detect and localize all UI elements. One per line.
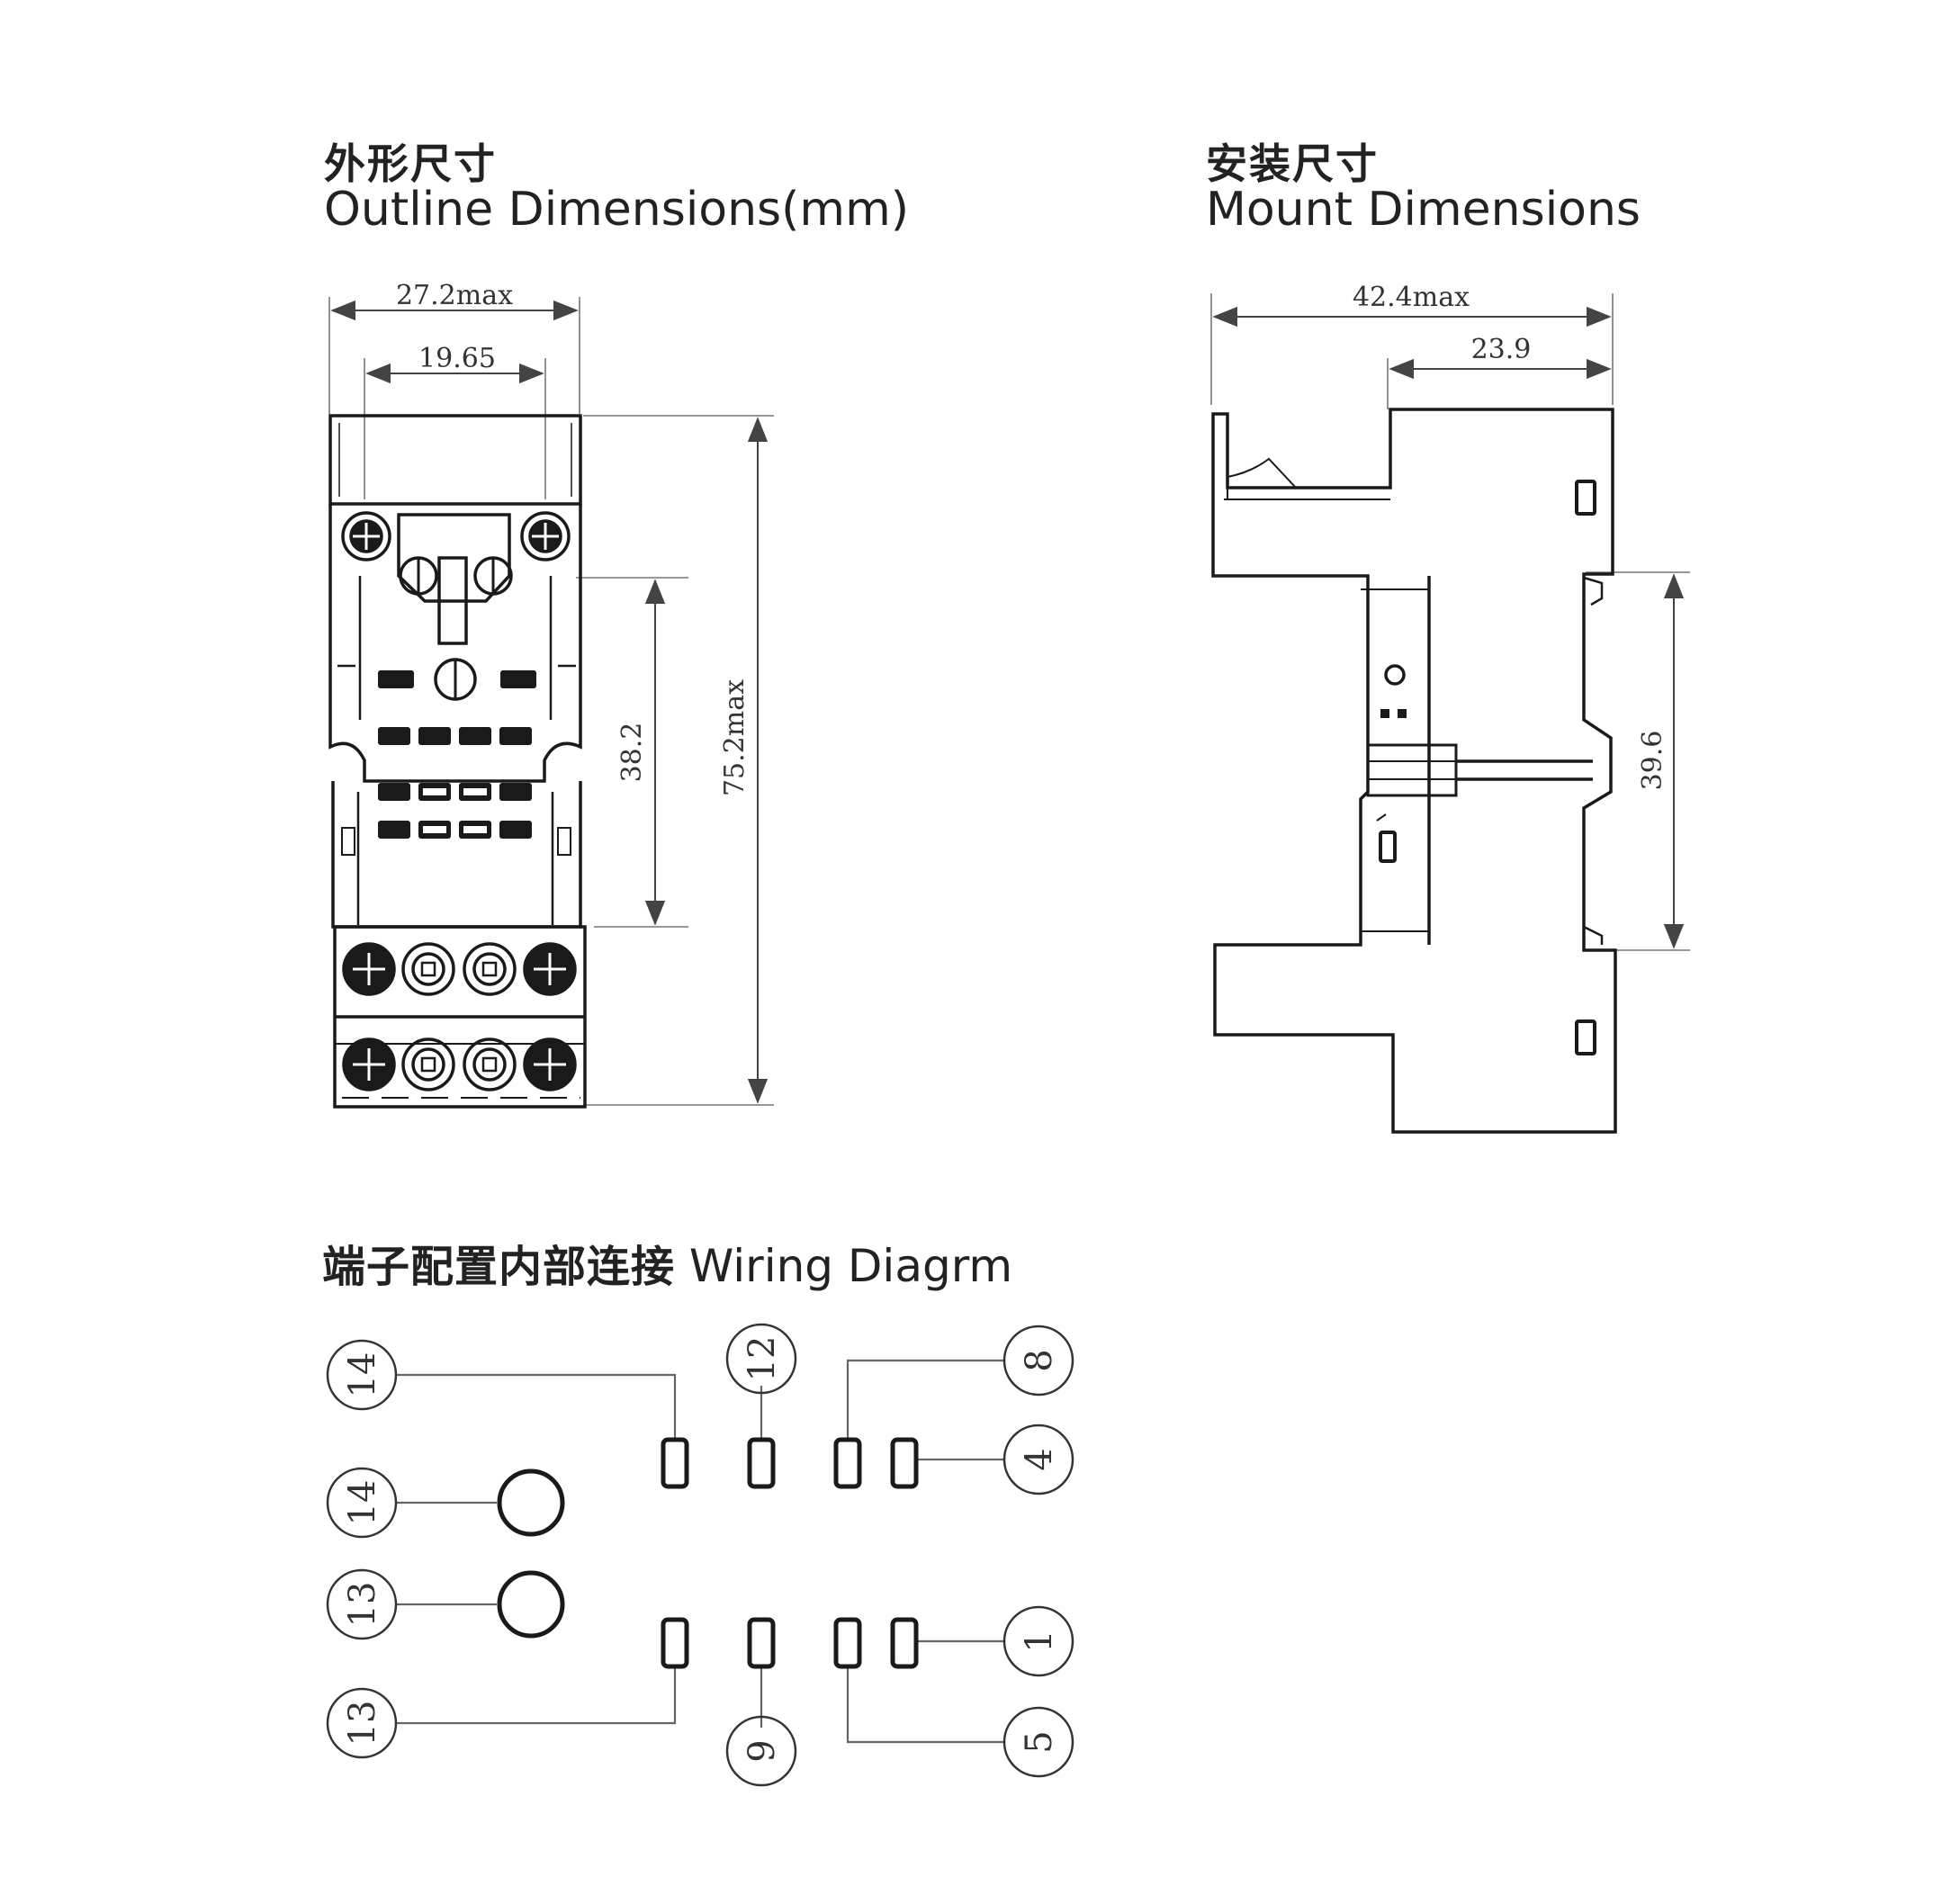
coil-terminal-13	[497, 1570, 565, 1639]
terminal-label-13-coil: 13	[342, 1582, 383, 1628]
pin-9	[747, 1617, 776, 1669]
dim-rail-offset: 23.9	[1471, 334, 1532, 365]
pin-12	[747, 1437, 776, 1489]
terminal-label-1: 1	[1019, 1630, 1060, 1652]
terminal-label-12: 12	[742, 1336, 783, 1382]
pin-14-top	[661, 1437, 689, 1489]
coil-terminal-14	[497, 1468, 565, 1537]
outline-title-en: Outline Dimensions(mm)	[324, 183, 910, 238]
dim-width-max: 27.2max	[396, 280, 513, 311]
mount-title-zh: 安装尺寸	[1206, 139, 1379, 188]
outline-title-zh: 外形尺寸	[324, 139, 497, 188]
terminal-screws-row-1	[342, 942, 577, 996]
terminal-label-14-top: 14	[342, 1352, 383, 1398]
wiring-diagram	[326, 1323, 1074, 1787]
pin-8	[833, 1437, 862, 1489]
outline-heading: 外形尺寸 Outline Dimensions(mm)	[324, 142, 909, 235]
dim-screw-pitch: 19.65	[418, 343, 496, 374]
mount-drawing	[1210, 293, 1690, 1134]
dim-inner-height: 38.2	[616, 723, 648, 783]
pin-1	[890, 1617, 919, 1669]
mount-heading: 安装尺寸 Mount Dimensions	[1206, 142, 1641, 235]
terminal-label-13-bottom: 13	[342, 1701, 383, 1747]
wiring-title-en: Wiring Diagrm	[688, 1240, 1013, 1292]
top-screw-right	[520, 511, 571, 561]
outline-drawing	[328, 297, 774, 1109]
pin-13-bottom	[661, 1617, 689, 1669]
pin-4	[890, 1437, 919, 1489]
pin-5	[833, 1617, 862, 1669]
terminal-label-8: 8	[1019, 1349, 1060, 1371]
wiring-heading: 端子配置内部连接 Wiring Diagrm	[322, 1231, 1012, 1294]
dim-height-max: 75.2max	[719, 679, 751, 796]
top-screw-left	[341, 511, 391, 561]
dim-depth-max: 42.4max	[1353, 282, 1470, 313]
mount-title-en: Mount Dimensions	[1206, 183, 1641, 238]
terminal-screws-row-2	[342, 1037, 577, 1091]
dim-rail-height: 39.6	[1637, 731, 1668, 791]
terminal-label-14-coil: 14	[342, 1480, 383, 1526]
wiring-title-zh: 端子配置内部连接	[322, 1242, 676, 1292]
terminal-label-4: 4	[1019, 1448, 1060, 1470]
terminal-label-9: 9	[742, 1739, 783, 1762]
terminal-label-5: 5	[1019, 1730, 1060, 1753]
